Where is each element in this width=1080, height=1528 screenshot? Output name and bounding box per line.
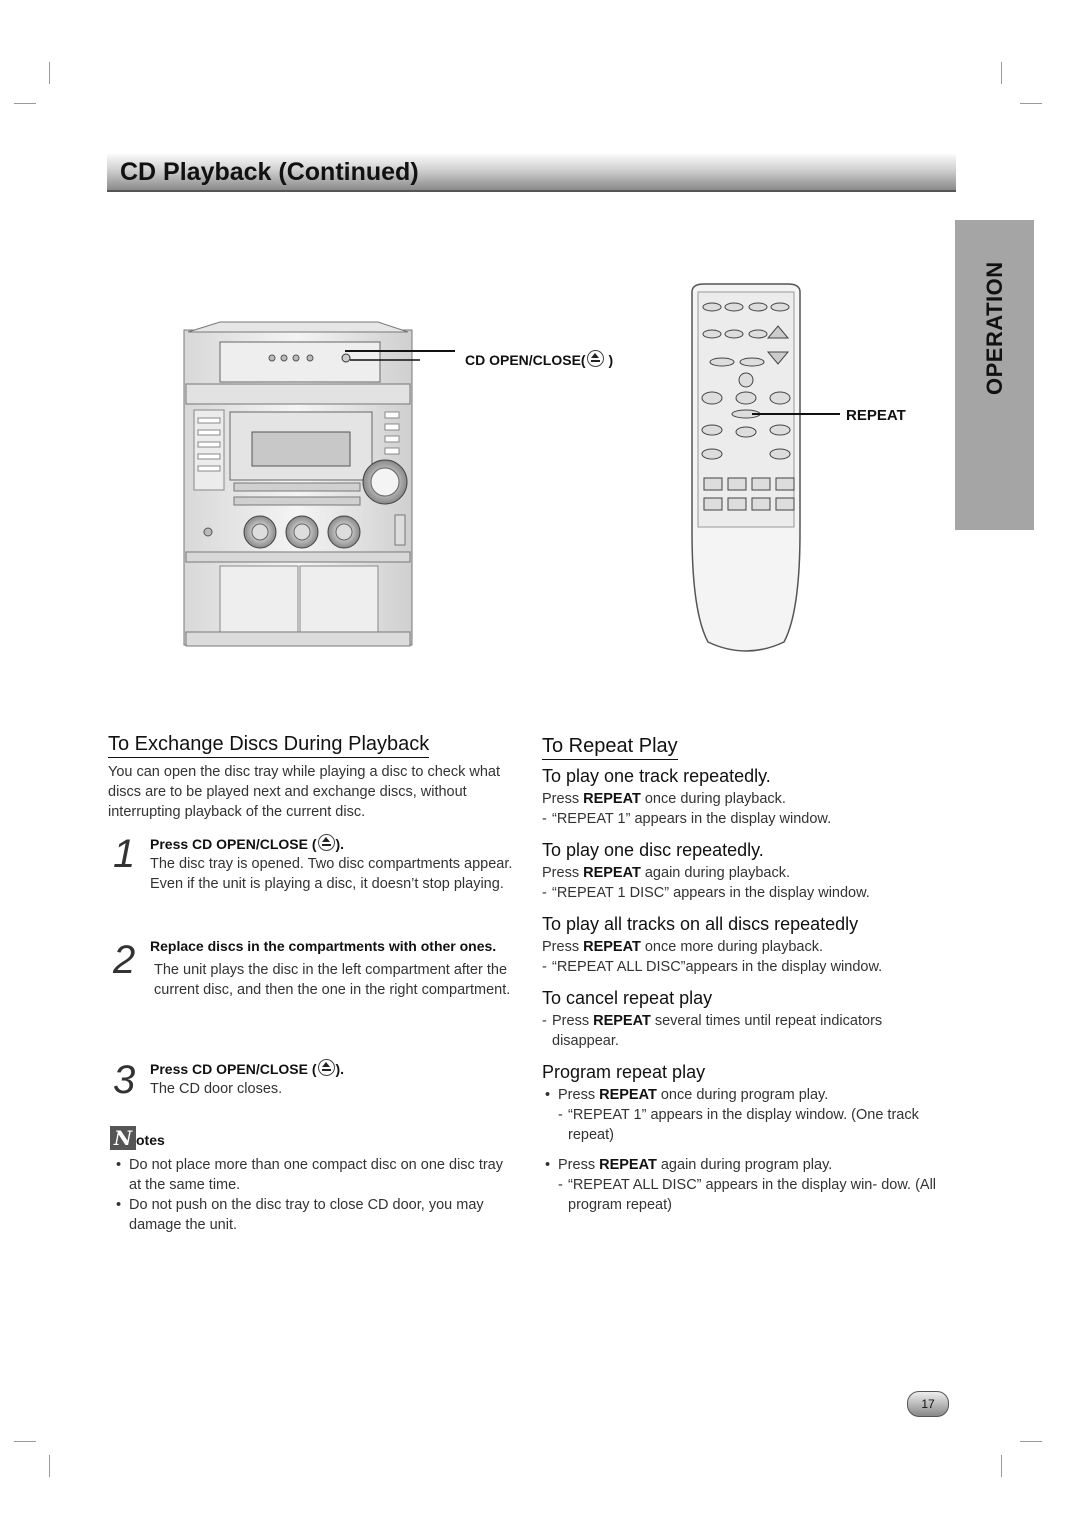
exchange-intro: You can open the disc tray while playing…: [108, 764, 501, 820]
step-1-text: The disc tray is opened. Two disc compar…: [150, 856, 513, 892]
list-item: •Press REPEAT once during program play.: [545, 1087, 829, 1103]
section-heading: Program repeat play: [542, 1062, 706, 1082]
section-tab-label: OPERATION: [982, 261, 1007, 395]
crop-mark: [1001, 1455, 1002, 1477]
step-1: Press CD OPEN/CLOSE (). The disc tray is…: [150, 834, 518, 894]
eject-icon: [317, 834, 335, 851]
step-number: 2: [113, 938, 136, 982]
list-item: •Do not push on the disc tray to close C…: [116, 1197, 484, 1233]
repeat-callout: REPEAT: [846, 407, 906, 424]
stereo-callout-line: [345, 350, 455, 352]
section-tab: OPERATION: [955, 220, 1034, 530]
stereo-unit-illustration: [183, 321, 420, 647]
crop-mark: [49, 1455, 50, 1477]
crop-mark: [1020, 1441, 1042, 1442]
section-heading: To play one disc repeatedly.: [542, 840, 764, 860]
crop-mark: [14, 103, 36, 104]
crop-mark: [1001, 62, 1002, 84]
notes-icon: N: [110, 1126, 136, 1150]
step-number: 3: [113, 1058, 136, 1102]
crop-mark: [1020, 103, 1042, 104]
repeat-play-heading: To Repeat Play: [542, 735, 942, 760]
step-number: 1: [113, 832, 136, 876]
page-number: 17: [907, 1391, 949, 1417]
crop-mark: [49, 62, 50, 84]
eject-icon: [586, 350, 604, 367]
step-2: Replace discs in the compartments with o…: [150, 936, 518, 1000]
list-item: •Do not place more than one compact disc…: [116, 1157, 503, 1193]
step-2-text: The unit plays the disc in the left comp…: [154, 962, 511, 998]
crop-mark: [14, 1441, 36, 1442]
page-title: CD Playback (Continued): [120, 158, 419, 186]
list-item: •Press REPEAT again during program play.: [545, 1157, 833, 1173]
repeat-callout-line: [752, 413, 840, 415]
eject-icon: [317, 1059, 335, 1076]
section-heading: To play all tracks on all discs repeated…: [542, 914, 859, 934]
left-column: To Exchange Discs During Playback You ca…: [108, 733, 518, 822]
exchange-discs-heading: To Exchange Discs During Playback: [108, 733, 518, 758]
title-banner: [107, 154, 956, 192]
step-3: Press CD OPEN/CLOSE (). The CD door clos…: [150, 1059, 518, 1099]
remote-control-illustration: [691, 283, 801, 652]
step-3-text: The CD door closes.: [150, 1081, 283, 1097]
section-heading: To cancel repeat play: [542, 988, 713, 1008]
cd-open-close-callout: CD OPEN/CLOSE( ): [465, 350, 614, 368]
right-column: To Repeat Play To play one track repeate…: [542, 735, 942, 1215]
section-heading: To play one track repeatedly.: [542, 766, 771, 786]
notes-list: •Do not place more than one compact disc…: [113, 1155, 518, 1235]
